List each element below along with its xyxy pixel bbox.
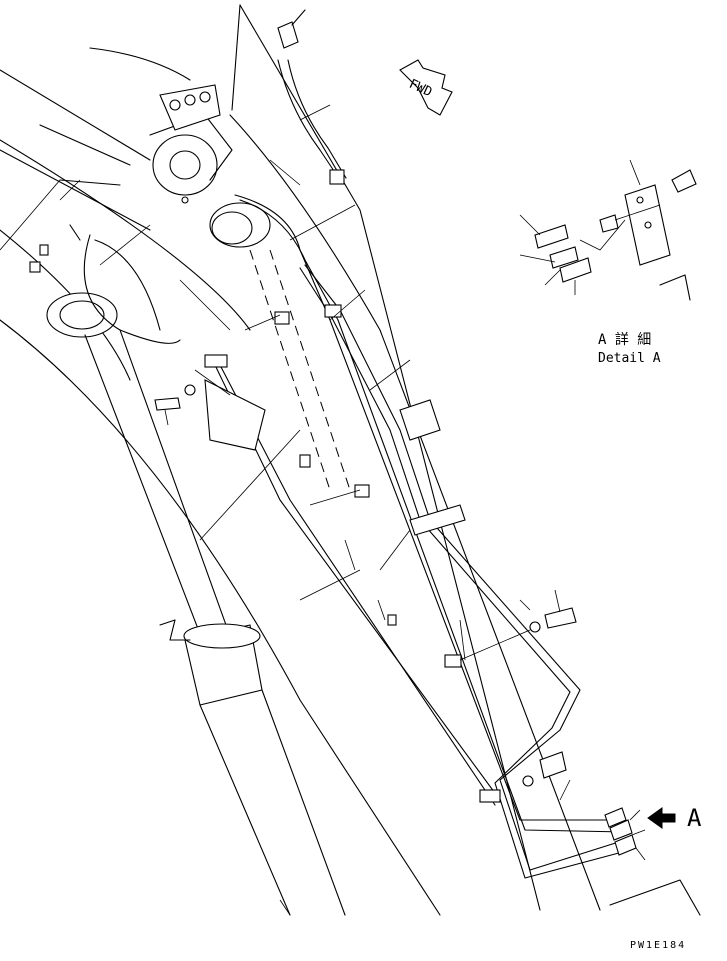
fwd-arrow: FWD [399,59,453,116]
boom-cylinder [46,292,346,916]
leader-lines [0,104,571,916]
view-marker-label: A [687,804,702,832]
pipe-clamps [204,304,501,803]
detail-a-en-label: Detail A [598,351,661,366]
nipple-fittings [604,807,646,861]
grease-hose-left [29,224,181,344]
bolts [154,384,577,787]
detail-a-jp-label: A 詳 細 [598,332,651,348]
boom-outline [0,4,701,916]
drawing-code: PW1E184 [630,940,686,951]
detail-a-view [519,159,697,295]
view-arrow-a: A [647,804,702,832]
top-hose [277,9,347,185]
boom-top-pin [149,84,233,204]
grease-pipes [214,194,631,879]
swivel-joint [209,202,351,491]
